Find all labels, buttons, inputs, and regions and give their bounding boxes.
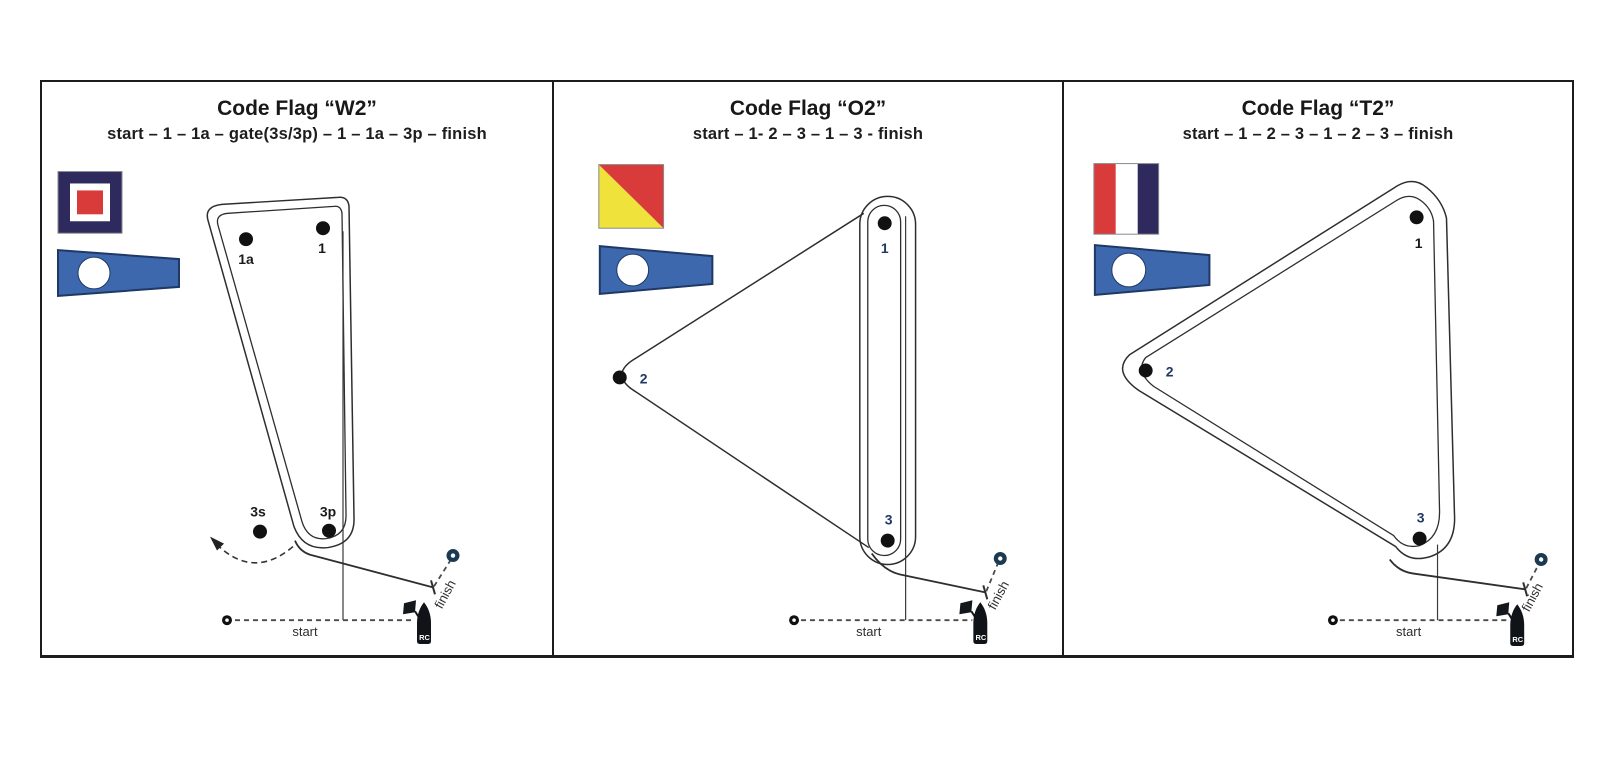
rc-boat: RC xyxy=(1496,602,1525,647)
mark-label-1: 1 xyxy=(318,240,326,256)
triangle-loop-outer xyxy=(1121,180,1456,560)
mark-label-1: 1 xyxy=(881,240,889,256)
finish-leg-line xyxy=(871,553,986,594)
mark-dot-1a xyxy=(239,232,253,247)
mark-label-3: 3 xyxy=(1417,510,1425,526)
pennant-circle xyxy=(616,253,650,287)
mark-dot-1 xyxy=(877,216,892,231)
mark-label-3s: 3s xyxy=(250,504,266,520)
finish-buoy-icon xyxy=(993,552,1007,565)
w-flag-red-center xyxy=(77,190,103,215)
start-pin-center xyxy=(792,618,796,622)
t-flag-red-stripe xyxy=(1093,163,1116,235)
start-pin-icon xyxy=(222,615,232,626)
rc-boat-flag-icon xyxy=(959,600,973,615)
rc-boat-hull xyxy=(973,602,988,645)
finish-label: finish xyxy=(1518,580,1545,614)
mark-label-1: 1 xyxy=(1415,235,1423,251)
mark-label-3: 3 xyxy=(885,512,893,528)
t-flag-navy-stripe xyxy=(1137,163,1159,235)
rc-boat: RC xyxy=(403,600,431,645)
numeral-2-pennant-icon xyxy=(598,245,714,295)
start-label: start xyxy=(292,624,318,639)
finish-line-tick xyxy=(430,580,436,595)
windward-leg-stadium-inner xyxy=(867,204,902,557)
rc-boat-hull xyxy=(1510,604,1525,647)
rc-boat-flag-icon xyxy=(403,600,416,615)
rounding-arrow-arc xyxy=(213,541,294,564)
mark-dot-2 xyxy=(1138,363,1153,378)
course-diagram-t2: 1 2 3 finish start RC xyxy=(1093,163,1548,647)
start-pin-icon xyxy=(1327,615,1338,626)
mark-dot-1 xyxy=(316,221,330,236)
rc-boat: RC xyxy=(959,600,988,645)
mark-label-2: 2 xyxy=(640,370,648,386)
finish-buoy-icon xyxy=(1534,553,1548,566)
rc-boat-label: RC xyxy=(1512,635,1523,644)
page-title: Code Flag “W2” xyxy=(217,97,377,120)
mark-dot-3p xyxy=(322,523,336,538)
mark-dot-1 xyxy=(1409,210,1424,225)
course-sequence: start – 1- 2 – 3 – 1 – 3 - finish xyxy=(692,125,924,143)
course-loop-outer xyxy=(206,196,355,549)
rc-boat-label: RC xyxy=(975,633,986,642)
course-loop-inner xyxy=(216,205,347,540)
start-label: start xyxy=(1396,624,1422,639)
mark-dot-3s xyxy=(253,524,267,539)
panel-o2: Code Flag “O2” start – 1- 2 – 3 – 1 – 3 … xyxy=(552,82,1062,655)
finish-buoy-icon xyxy=(446,549,460,562)
windward-leg-stadium-outer xyxy=(859,195,917,566)
o-flag-outline xyxy=(598,164,665,229)
mark-label-3p: 3p xyxy=(320,504,336,520)
mark-label-1a: 1a xyxy=(238,251,254,267)
t-flag-white-stripe xyxy=(1115,163,1138,235)
numeral-2-pennant-icon xyxy=(57,249,180,297)
t-code-flag-icon xyxy=(1093,163,1160,235)
o-flag-red-half xyxy=(598,164,664,229)
mark-dot-2 xyxy=(612,370,627,385)
pennant-body xyxy=(57,249,180,297)
panel-t2: Code Flag “T2” start – 1 – 2 – 3 – 1 – 2… xyxy=(1062,82,1572,655)
numeral-2-pennant-icon xyxy=(1093,244,1211,296)
finish-buoy-center xyxy=(450,553,456,558)
finish-leg-line xyxy=(294,540,434,589)
finish-line-tick xyxy=(1522,582,1529,597)
start-pin-center xyxy=(225,618,229,622)
page-title: Code Flag “T2” xyxy=(1241,97,1395,120)
t-flag-outline xyxy=(1093,163,1160,235)
triangle-loop-inner xyxy=(1141,195,1441,548)
rounding-arrow-head-icon xyxy=(210,536,224,551)
mark-dot-3 xyxy=(1412,531,1427,546)
finish-label: finish xyxy=(431,577,459,611)
page-title: Code Flag “O2” xyxy=(729,97,887,120)
o-code-flag-icon xyxy=(598,164,665,229)
finish-line-tick xyxy=(982,585,989,600)
w-code-flag-icon xyxy=(57,171,123,234)
panel-w2: Code Flag “W2” start – 1 – 1a – gate(3s/… xyxy=(42,82,552,655)
course-sequence: start – 1 – 1a – gate(3s/3p) – 1 – 1a – … xyxy=(107,125,487,143)
finish-leg-line xyxy=(1389,558,1526,591)
finish-buoy-center xyxy=(1538,557,1544,562)
course-diagram-w2: 1a 1 3s 3p finish start xyxy=(57,171,460,645)
start-pin-icon xyxy=(789,615,800,626)
course-diagram-o2: 1 2 3 finish start RC xyxy=(598,164,1012,645)
mark-dot-3 xyxy=(880,533,895,548)
start-pin-center xyxy=(1331,618,1335,622)
finish-line xyxy=(1525,563,1540,589)
start-label: start xyxy=(856,624,882,639)
mark-label-2: 2 xyxy=(1166,363,1174,379)
rc-boat-flag-icon xyxy=(1496,602,1510,617)
course-sequence: start – 1 – 2 – 3 – 1 – 2 – 3 – finish xyxy=(1182,125,1454,143)
rc-boat-hull xyxy=(417,602,431,645)
race-course-diagrams-frame: Code Flag “W2” start – 1 – 1a – gate(3s/… xyxy=(40,80,1574,658)
pennant-circle xyxy=(77,256,111,290)
pennant-circle xyxy=(1111,252,1147,288)
finish-label: finish xyxy=(985,578,1012,612)
rc-boat-label: RC xyxy=(419,633,430,642)
finish-buoy-center xyxy=(998,556,1003,561)
